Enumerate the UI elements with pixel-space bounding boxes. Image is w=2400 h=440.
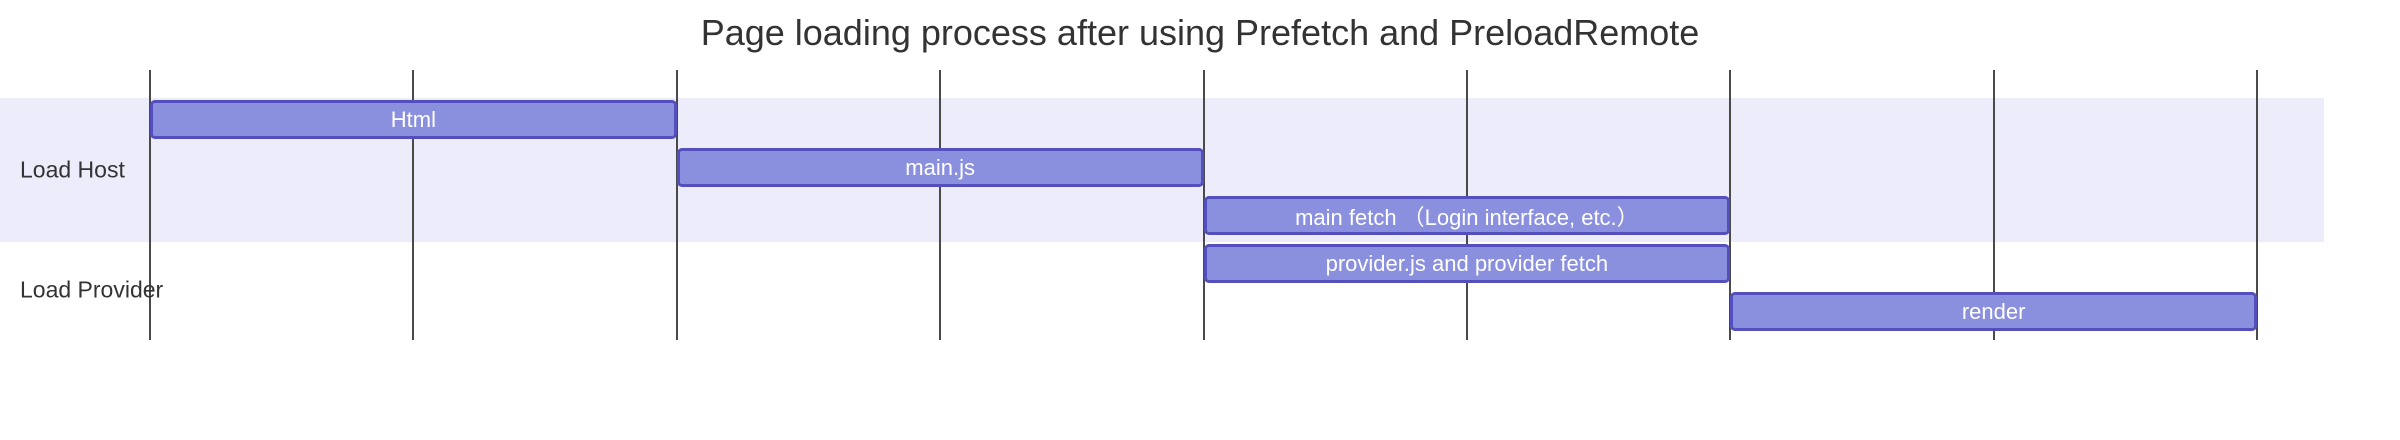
grid-tick-line: [675, 70, 678, 340]
task-bar-main-js: main.js: [676, 148, 1204, 187]
task-bar-provider-js-and-provider-fetch: provider.js and provider fetch: [1203, 244, 1731, 283]
grid-tick-line: [939, 70, 942, 340]
grid-tick-line: [149, 70, 151, 340]
grid-tick-line: [2256, 70, 2258, 340]
task-bar-html: Html: [150, 100, 677, 139]
task-bar-main-fetch-login-interface-etc: main fetch （Login interface, etc.）: [1203, 196, 1731, 235]
task-bar-render: render: [1730, 292, 2257, 331]
chart-title: Page loading process after using Prefetc…: [700, 12, 1700, 53]
section-label-load-provider: Load Provider: [20, 276, 164, 303]
grid-tick-line: [1992, 70, 1995, 340]
grid-tick-line: [412, 70, 415, 340]
grid-tick-line: [1729, 70, 1732, 340]
section-label-load-host: Load Host: [20, 156, 125, 183]
